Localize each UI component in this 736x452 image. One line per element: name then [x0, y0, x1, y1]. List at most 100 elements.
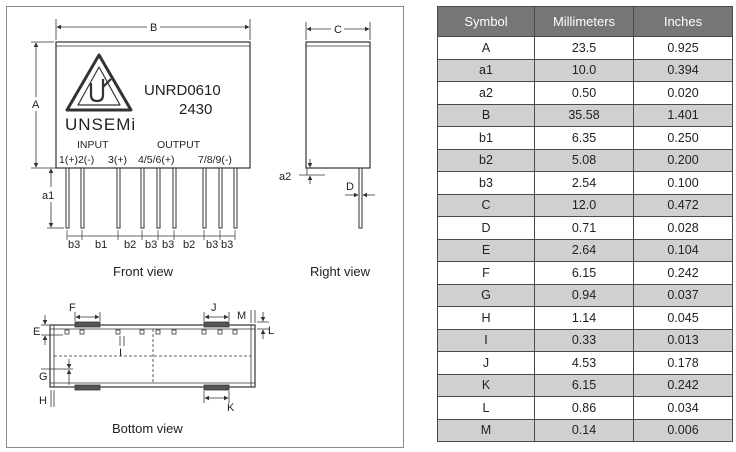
cell-inches: 0.178: [633, 351, 733, 375]
cell-millimeters: 5.08: [534, 148, 634, 172]
pin-label-1: 1(+)2(-): [59, 154, 94, 166]
dim-label-b3-3: b3: [162, 239, 174, 251]
cell-millimeters: 4.53: [534, 351, 634, 375]
dim-label-b3-1: b3: [68, 239, 80, 251]
cell-inches: 0.034: [633, 396, 733, 420]
right-body: [305, 41, 371, 169]
right-view-caption: Right view: [310, 264, 371, 279]
cell-symbol: D: [437, 216, 535, 240]
cell-inches: 0.020: [633, 81, 733, 105]
cell-millimeters: 6.15: [534, 373, 634, 397]
cell-millimeters: 2.64: [534, 238, 634, 262]
cell-millimeters: 0.94: [534, 283, 634, 307]
dim-K: [203, 391, 230, 403]
brand-text: UNSEMi: [65, 115, 136, 134]
dim-label-E: E: [33, 326, 40, 338]
cell-inches: 0.394: [633, 58, 733, 82]
header-symbol: Symbol: [437, 6, 535, 37]
cell-symbol: b1: [437, 126, 535, 150]
dim-label-A: A: [32, 99, 40, 111]
header-inches: Inches: [633, 6, 733, 37]
dim-A: [31, 41, 64, 169]
cell-symbol: G: [437, 283, 535, 307]
cell-millimeters: 0.71: [534, 216, 634, 240]
cell-millimeters: 0.14: [534, 418, 634, 442]
cell-symbol: b3: [437, 171, 535, 195]
header-millimeters: Millimeters: [534, 6, 634, 37]
cell-millimeters: 0.33: [534, 328, 634, 352]
table-header-row: Symbol Millimeters Inches: [437, 6, 733, 37]
dim-E: [41, 315, 63, 345]
dim-label-M: M: [237, 310, 246, 322]
dim-G: [41, 359, 73, 385]
dim-label-B: B: [150, 22, 157, 34]
front-pins: [65, 167, 238, 229]
input-label: INPUT: [77, 139, 109, 151]
dim-D: [345, 183, 375, 201]
pin-label-3: 4/5/6(+): [138, 154, 174, 166]
dim-H: [50, 390, 55, 407]
dim-label-K: K: [227, 402, 235, 414]
cell-inches: 1.401: [633, 103, 733, 127]
cell-inches: 0.045: [633, 306, 733, 330]
dim-M: [250, 310, 256, 323]
cell-millimeters: 0.50: [534, 81, 634, 105]
cell-symbol: F: [437, 261, 535, 285]
front-view: UNSEMi UNRD0610 2430 INPUT OUTPUT 1(+)2(…: [31, 19, 251, 279]
cell-inches: 0.242: [633, 373, 733, 397]
cell-inches: 0.925: [633, 36, 733, 60]
dim-F: [74, 312, 101, 321]
cell-symbol: B: [437, 103, 535, 127]
dim-label-G: G: [39, 371, 48, 383]
cell-symbol: C: [437, 193, 535, 217]
cell-symbol: E: [437, 238, 535, 262]
bottom-view: F J M L E: [33, 302, 274, 436]
bottom-view-caption: Bottom view: [112, 421, 183, 436]
dim-J: [203, 312, 230, 321]
cell-millimeters: 12.0: [534, 193, 634, 217]
dim-label-a2: a2: [279, 171, 291, 183]
dim-I: [119, 336, 125, 346]
cell-inches: 0.200: [633, 148, 733, 172]
cell-inches: 0.006: [633, 418, 733, 442]
cell-symbol: J: [437, 351, 535, 375]
dim-label-D: D: [346, 181, 354, 193]
cell-symbol: M: [437, 418, 535, 442]
dim-label-I: I: [119, 347, 122, 359]
cell-inches: 0.013: [633, 328, 733, 352]
dim-label-a1: a1: [42, 190, 54, 202]
dim-label-b1: b1: [95, 239, 107, 251]
front-view-caption: Front view: [113, 264, 174, 279]
cell-millimeters: 23.5: [534, 36, 634, 60]
dim-L: [257, 312, 269, 339]
cell-millimeters: 6.35: [534, 126, 634, 150]
cell-symbol: H: [437, 306, 535, 330]
right-view: C a2 D Right view: [279, 22, 375, 279]
cell-inches: 0.250: [633, 126, 733, 150]
output-label: OUTPUT: [157, 139, 201, 151]
cell-symbol: A: [437, 36, 535, 60]
dim-label-H: H: [39, 395, 47, 407]
pin-label-4: 7/8/9(-): [198, 154, 232, 166]
right-pin: [358, 167, 363, 229]
date-code: 2430: [179, 101, 212, 118]
cell-millimeters: 1.14: [534, 306, 634, 330]
cell-inches: 0.242: [633, 261, 733, 285]
cell-symbol: a2: [437, 81, 535, 105]
cell-millimeters: 0.86: [534, 396, 634, 420]
